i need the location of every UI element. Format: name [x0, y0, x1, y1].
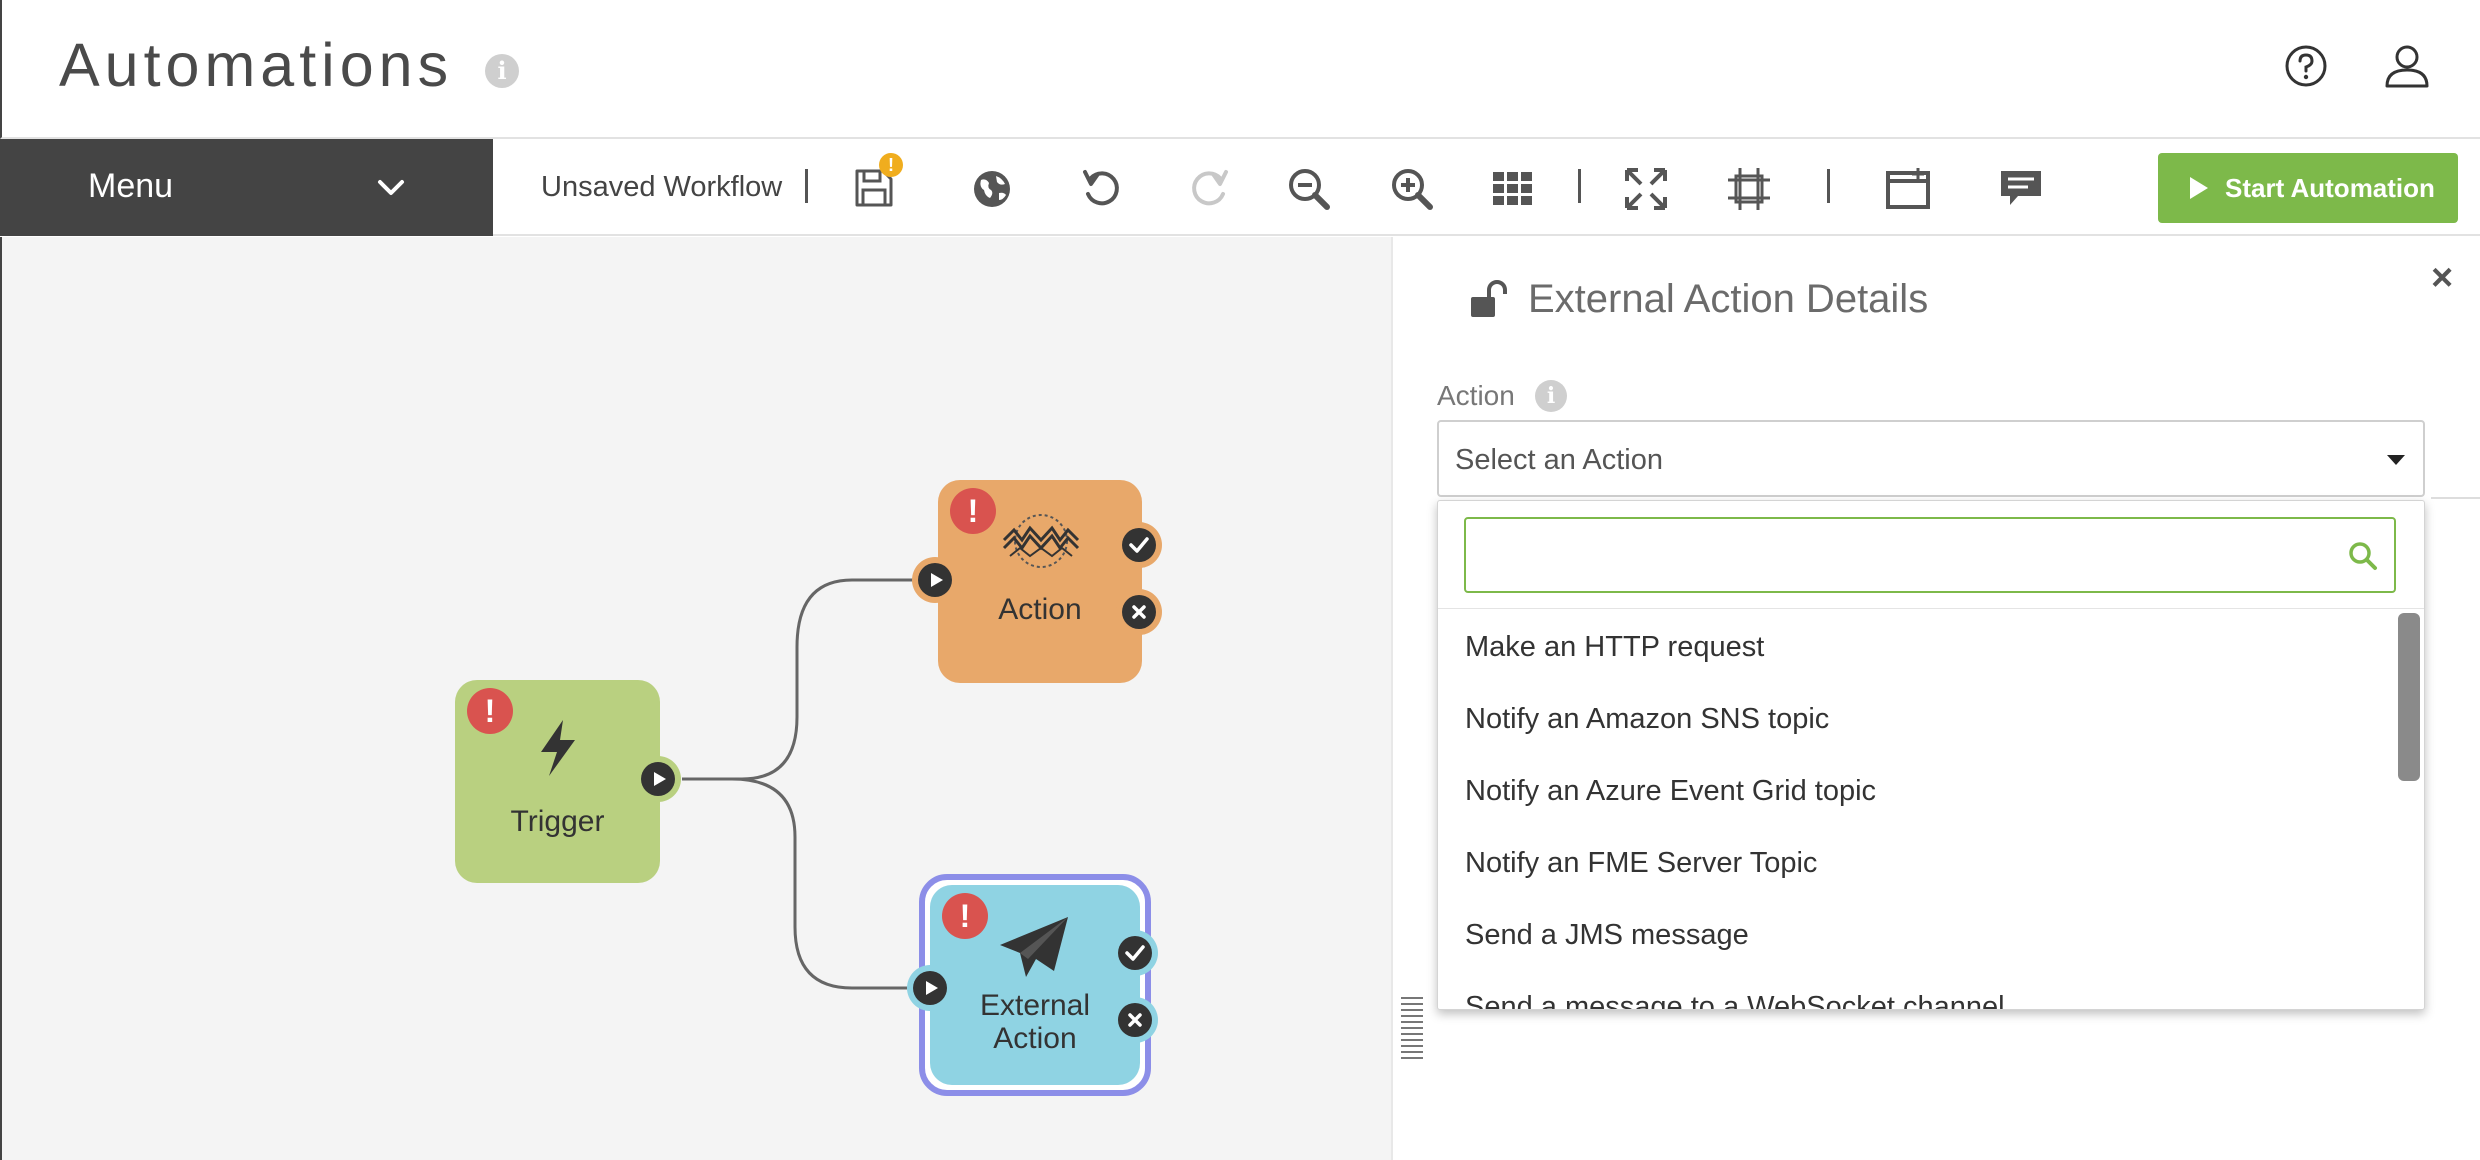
- menu-dropdown[interactable]: Menu: [0, 139, 493, 236]
- unsaved-warning-badge: !: [879, 153, 903, 177]
- external-action-label-line2: Action: [993, 1022, 1077, 1055]
- page-title: Automations: [59, 31, 454, 99]
- comment-icon[interactable]: [1998, 166, 2044, 212]
- play-icon: [654, 772, 666, 786]
- dropdown-option[interactable]: Notify an Amazon SNS topic: [1465, 703, 1830, 735]
- play-icon: [931, 573, 943, 587]
- connection-trigger-to-action: [682, 578, 917, 781]
- error-badge: !: [467, 688, 513, 734]
- paper-plane-icon: [1000, 917, 1068, 977]
- trigger-node-label: Trigger: [510, 805, 605, 838]
- menu-label: Menu: [88, 167, 174, 205]
- fit-to-screen-icon[interactable]: [1623, 166, 1669, 212]
- unlock-icon[interactable]: [1469, 279, 1509, 319]
- save-icon[interactable]: [851, 165, 897, 211]
- dropdown-search-box[interactable]: [1464, 517, 2396, 593]
- help-circle-icon[interactable]: [2284, 44, 2328, 88]
- globe-icon[interactable]: [969, 166, 1015, 212]
- error-badge: !: [942, 893, 988, 939]
- action-success-port[interactable]: [1116, 522, 1162, 568]
- info-icon[interactable]: i: [1535, 380, 1567, 412]
- connection-lines: [682, 578, 917, 990]
- action-select-value: Select an Action: [1455, 444, 1663, 476]
- zoom-in-icon[interactable]: [1389, 166, 1435, 212]
- dropdown-options-list: Make an HTTP request Notify an Amazon SN…: [1438, 609, 2424, 1010]
- workflow-name: Unsaved Workflow: [541, 171, 783, 203]
- dropdown-option[interactable]: Make an HTTP request: [1465, 631, 1765, 663]
- dropdown-search-input[interactable]: [1476, 527, 2326, 583]
- undo-icon[interactable]: [1079, 166, 1125, 212]
- fme-logo-icon: [1002, 514, 1080, 568]
- play-icon: [926, 981, 938, 995]
- add-window-icon[interactable]: [1885, 166, 1931, 212]
- toolbar-divider: [805, 169, 808, 203]
- action-field-label: Action: [1437, 380, 1515, 411]
- action-failure-port[interactable]: [1116, 589, 1162, 635]
- start-automation-button[interactable]: Start Automation: [2158, 153, 2458, 223]
- redo-icon[interactable]: [1186, 166, 1232, 212]
- x-icon: [1128, 1013, 1142, 1027]
- lightning-bolt-icon: [541, 720, 575, 776]
- action-select[interactable]: Select an Action: [1437, 420, 2425, 497]
- dropdown-option[interactable]: Notify an FME Server Topic: [1465, 847, 1818, 879]
- panel-title: External Action Details: [1528, 277, 1929, 321]
- checkmark-icon: [1125, 945, 1145, 961]
- zoom-out-icon[interactable]: [1286, 166, 1332, 212]
- chevron-down-icon: [378, 180, 404, 195]
- trigger-node[interactable]: ! Trigger: [455, 680, 681, 883]
- start-automation-label: Start Automation: [2225, 173, 2435, 203]
- workflow-canvas[interactable]: ! Trigger ! Action: [0, 237, 1391, 1160]
- dropdown-divider: [1438, 608, 2424, 609]
- error-badge: !: [950, 488, 996, 534]
- x-icon: [1132, 605, 1146, 619]
- action-node-label: Action: [998, 593, 1082, 626]
- panel-content-edge: [2431, 497, 2480, 617]
- dropdown-option[interactable]: Notify an Azure Event Grid topic: [1465, 775, 1877, 807]
- caret-down-icon: [2387, 455, 2405, 465]
- external-action-success-port[interactable]: [1112, 930, 1158, 976]
- external-action-node[interactable]: ! External Action: [930, 885, 1140, 1085]
- close-icon[interactable]: ×: [2431, 257, 2454, 299]
- dropdown-option[interactable]: Send a JMS message: [1465, 919, 1749, 951]
- dropdown-option[interactable]: Send a message to a WebSocket channel: [1465, 991, 2005, 1010]
- play-icon: [2190, 177, 2208, 199]
- toolbar-divider: [1827, 169, 1830, 203]
- action-dropdown-menu: Make an HTTP request Notify an Amazon SN…: [1437, 500, 2425, 1010]
- action-node[interactable]: ! Action: [938, 480, 1142, 683]
- trigger-output-port[interactable]: [635, 756, 681, 802]
- grid-icon[interactable]: [1490, 166, 1536, 212]
- snap-grid-icon[interactable]: [1726, 166, 1772, 212]
- external-action-failure-port[interactable]: [1112, 997, 1158, 1043]
- connection-trigger-to-external-action: [682, 777, 907, 990]
- dropdown-scrollbar[interactable]: [2398, 613, 2420, 781]
- panel-resize-handle[interactable]: [1401, 997, 1423, 1059]
- toolbar-divider: [1578, 169, 1581, 203]
- external-action-input-port[interactable]: [907, 965, 953, 1011]
- user-icon[interactable]: [2382, 40, 2432, 90]
- toolbar: Unsaved Workflow !: [493, 139, 2480, 236]
- info-icon[interactable]: i: [485, 54, 519, 88]
- checkmark-icon: [1129, 537, 1149, 553]
- app-header: Automations i: [0, 0, 2480, 139]
- action-input-port[interactable]: [912, 557, 958, 603]
- search-icon: [2349, 542, 2377, 570]
- external-action-label-line1: External: [979, 989, 1091, 1022]
